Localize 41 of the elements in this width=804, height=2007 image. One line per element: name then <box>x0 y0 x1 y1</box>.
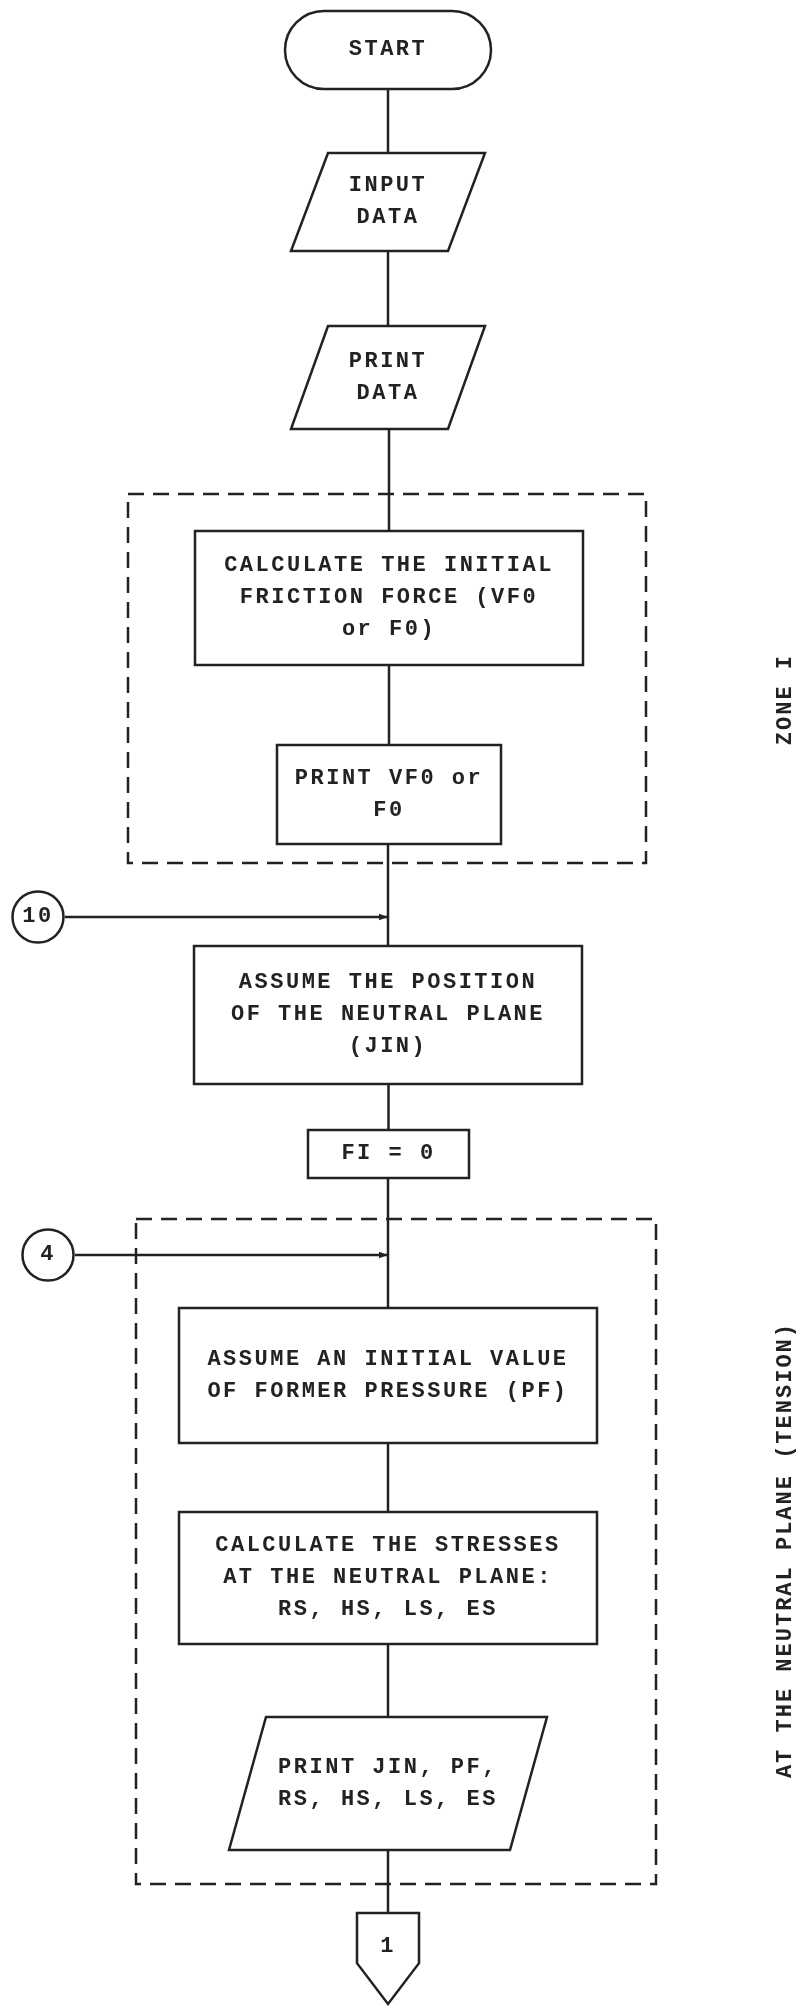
flow-line <box>386 1444 390 1511</box>
flow-line <box>386 845 390 945</box>
flow-line <box>386 1851 390 1912</box>
process-box <box>276 744 502 845</box>
node-text: 10 <box>22 903 54 931</box>
zone-label: AT THE NEUTRAL PLANE (TENSION) <box>772 1321 798 1779</box>
dashed-group-box <box>127 493 647 864</box>
node-text: ASSUME THE POSITION OF THE NEUTRAL PLANE (JIN) <box>229 969 546 1061</box>
offpage-connector <box>356 1912 420 2005</box>
node-text: 4 <box>40 1241 56 1269</box>
flow-line <box>386 252 390 325</box>
process-box <box>307 1129 470 1179</box>
flow-line <box>386 90 390 152</box>
node-text: PRINT VF0 or F0 <box>293 764 485 825</box>
node-text: INPUT DATA <box>347 172 429 232</box>
node-text: PRINT JIN, PF, RS, HS, LS, ES <box>277 1753 499 1814</box>
io-parallelogram <box>290 325 486 430</box>
node-text: CALCULATE THE INITIAL FRICTION FORCE (VF0 or F0) <box>223 552 555 644</box>
zone-label: ZONE I <box>772 654 798 746</box>
process-box <box>194 530 584 666</box>
node-text: START <box>348 36 428 64</box>
process-box <box>178 1511 598 1645</box>
arrow <box>75 1251 388 1259</box>
dashed-group-box <box>135 1218 657 1885</box>
arrow <box>65 913 388 921</box>
flow-line <box>387 666 391 744</box>
node-text: 1 <box>380 1932 396 1961</box>
connector-circle <box>21 1228 75 1282</box>
node-text: CALCULATE THE STRESSES AT THE NEUTRAL PLANE: RS, HS, LS, ES <box>214 1532 562 1624</box>
process-box <box>193 945 583 1085</box>
io-parallelogram <box>290 152 486 252</box>
io-parallelogram <box>228 1716 548 1851</box>
flow-line <box>387 1085 390 1129</box>
connector-circle <box>11 890 65 944</box>
flow-line <box>386 1179 390 1307</box>
node-text: FI = 0 <box>341 1140 436 1168</box>
node-text: PRINT DATA <box>347 347 429 408</box>
flow-line <box>387 430 391 530</box>
node-text: ASSUME AN INITIAL VALUE OF FORMER PRESSURE (PF) <box>206 1345 570 1406</box>
flow-line <box>386 1645 390 1716</box>
process-box <box>178 1307 598 1444</box>
